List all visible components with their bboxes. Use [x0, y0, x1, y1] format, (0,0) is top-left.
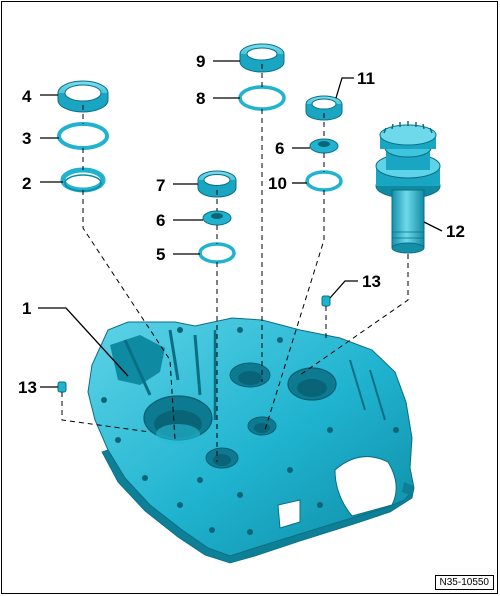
figure-id-label: N35-10550 [434, 575, 494, 590]
callout-6-left: 6 [156, 211, 166, 230]
callout-5: 5 [156, 245, 166, 264]
bearing-race-7 [197, 170, 237, 198]
callout-4: 4 [22, 87, 32, 106]
bearing-race-11 [305, 95, 343, 121]
callout-8: 8 [196, 89, 206, 108]
callout-3: 3 [22, 129, 32, 148]
callout-1: 1 [22, 299, 32, 318]
gearbox-housing [87, 317, 415, 564]
assembly-guide-lines [61, 64, 409, 462]
o-ring-8 [238, 85, 286, 111]
callout-7: 7 [156, 176, 166, 195]
dowel-pin-13-right [321, 295, 331, 307]
shim-2 [60, 167, 106, 193]
callout-12: 12 [446, 222, 465, 241]
callout-10: 10 [268, 174, 287, 193]
leader-lines [38, 60, 443, 388]
o-ring-3 [57, 122, 109, 150]
bearing-race-4 [57, 80, 109, 113]
callout-9: 9 [196, 52, 206, 71]
callout-13-right: 13 [362, 272, 381, 291]
o-ring-10 [305, 170, 343, 192]
callout-6-right: 6 [275, 139, 285, 158]
gear-shaft-12 [375, 121, 441, 254]
o-ring-5 [198, 242, 236, 264]
dowel-pin-13-left [57, 381, 67, 393]
shim-6-right [309, 138, 339, 154]
callout-11: 11 [357, 69, 375, 88]
callout-2: 2 [22, 174, 32, 193]
callout-13-left: 13 [18, 378, 37, 397]
shim-6-left [202, 210, 232, 226]
bearing-race-9 [239, 43, 285, 73]
